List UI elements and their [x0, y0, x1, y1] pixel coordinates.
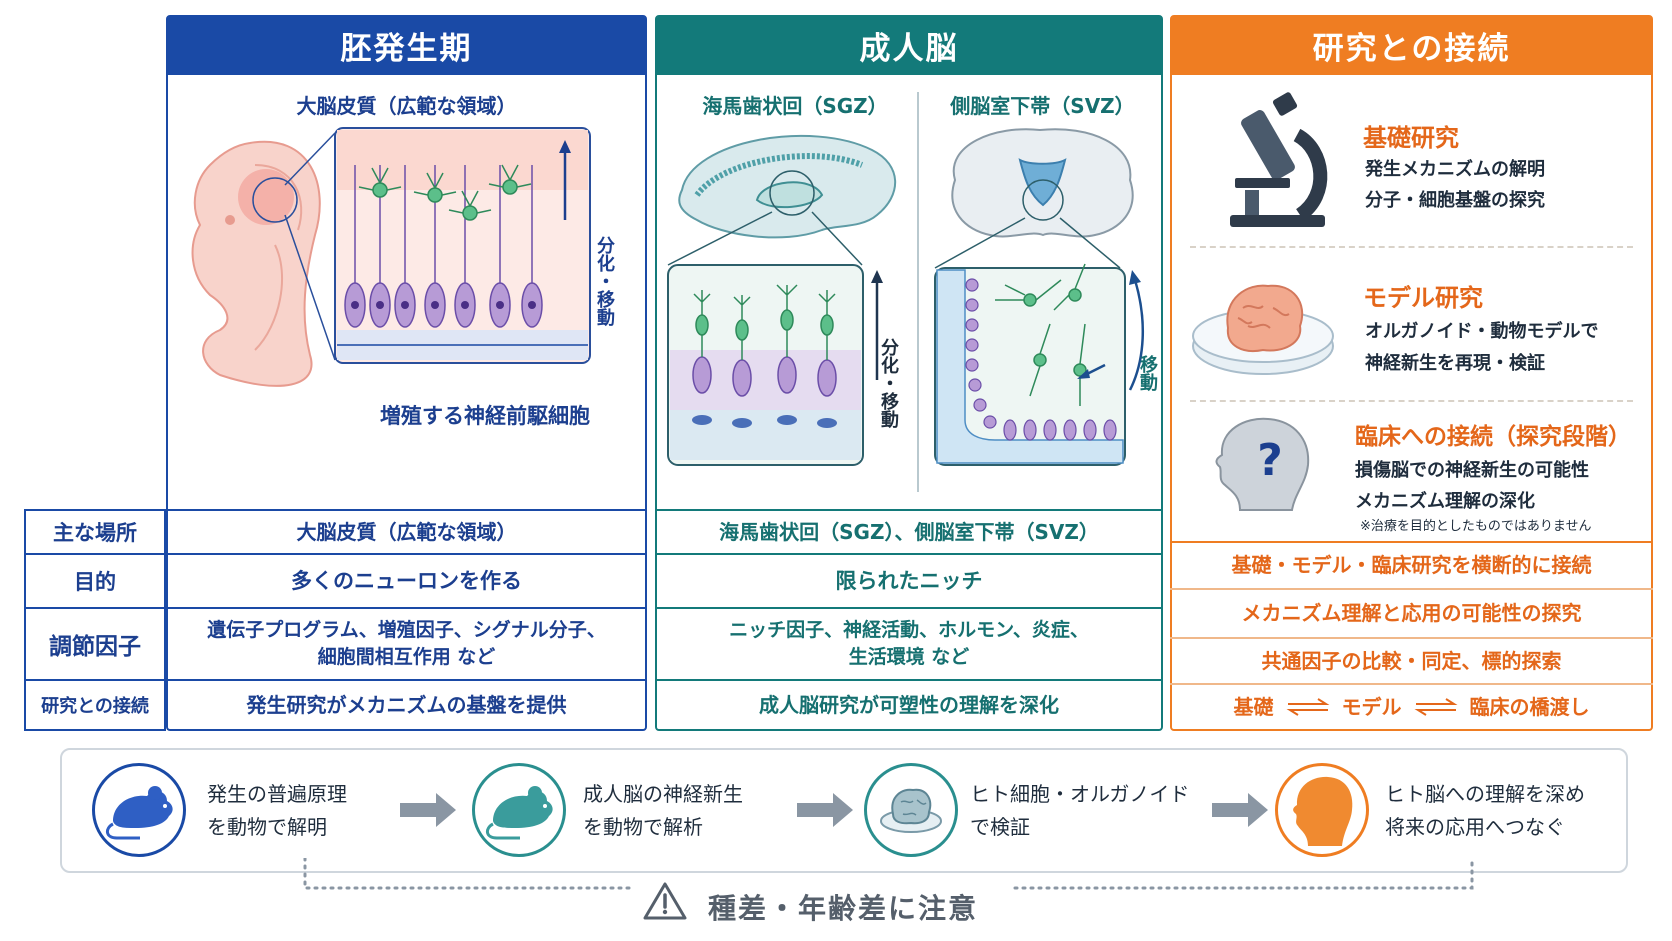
head-question-icon: ? [1215, 417, 1310, 511]
card-clinical-line1: 損傷脳での神経新生の可能性 [1355, 460, 1589, 481]
card-basic-line2: 分子・細胞基盤の探究 [1365, 190, 1545, 211]
embryo-figure-icon [191, 140, 321, 387]
microscope-icon [1230, 92, 1328, 227]
card-clinical-note: ※治療を目的としたものではありません [1360, 519, 1592, 534]
hippocampus-illustration [667, 134, 897, 466]
exchange-arrows-icon [1414, 698, 1457, 716]
exchange-arrows-icon [1286, 698, 1329, 716]
card-divider [1190, 246, 1633, 248]
flow-step-2-line2: を動物で解析 [583, 815, 703, 839]
hippocampus-icon [678, 134, 897, 239]
sgz-label: 海馬歯状回（SGZ） [702, 94, 888, 118]
card-clinical-line2: メカニズム理解の深化 [1355, 491, 1535, 512]
flow-step-1-line2: を動物で解明 [207, 815, 327, 839]
flow-arrow-icon [1212, 793, 1268, 827]
row-line [655, 553, 1163, 555]
ventricle-illustration [934, 128, 1145, 466]
embryo-subtitle: 大脳皮質（広範な領域） [296, 94, 517, 118]
adult-divider [917, 92, 919, 492]
cell-research-regulators: 共通因子の比較・同定、標的探索 [1261, 648, 1562, 673]
cell-adult-regulators: ニッチ因子、神経活動、ホルモン、炎症、 生活環境 など [729, 619, 1089, 668]
card-model-line1: オルガノイド・動物モデルで [1365, 321, 1599, 342]
row-line [1170, 588, 1653, 590]
flow-step-1-line1: 発生の普遍原理 [207, 782, 347, 806]
cell-research-purpose: メカニズム理解と応用の可能性の探究 [1241, 601, 1582, 625]
cell-embryo-connection: 発生研究がメカニズムの基盤を提供 [246, 692, 567, 717]
card-model-line2: 神経新生を再現・検証 [1365, 353, 1545, 374]
research-column-title: 研究との接続 [1170, 15, 1653, 75]
svz-cells [965, 278, 1117, 441]
row-line [1170, 637, 1653, 639]
row-line [655, 679, 1163, 681]
flow-step-1-badge [92, 763, 186, 857]
mouse-icon [486, 786, 553, 840]
cell-research-connection: 基礎 モデル 臨床の橋渡し [1233, 694, 1590, 719]
embryo-caption: 増殖する神経前駆細胞 [380, 404, 590, 428]
sgz-arrow-label: 分化・移動 [878, 338, 899, 428]
card-basic-title: 基礎研究 [1363, 124, 1459, 152]
migrating-neurons [358, 164, 532, 221]
card-model-title: モデル研究 [1363, 284, 1483, 312]
row-line [24, 553, 647, 555]
cell-embryo-purpose: 多くのニューロンを作る [291, 568, 522, 593]
card-divider [1190, 400, 1633, 402]
row-line [24, 509, 647, 511]
warning-icon [643, 882, 687, 920]
row-label-regulators: 調節因子 [24, 609, 166, 681]
cell-embryo-regulators: 遺伝子プログラム、増殖因子、シグナル分子、 細胞間相互作用 など [207, 619, 606, 668]
row-label-purpose: 目的 [24, 555, 166, 609]
adult-column: 成人脳 [655, 15, 1163, 731]
embryo-arrow-label: 分化・移動 [594, 236, 615, 326]
row-label-location: 主な場所 [24, 509, 166, 555]
flow-step-4-line2: 将来の応用へつなぐ [1385, 815, 1565, 839]
card-basic-line1: 発生メカニズムの解明 [1365, 159, 1545, 180]
cell-embryo-location: 大脳皮質（広範な領域） [296, 519, 517, 544]
organoid-dish-icon [1192, 284, 1334, 375]
card-clinical-title: 臨床への接続（探究段階） [1355, 424, 1631, 450]
flow-arrow-icon [797, 793, 853, 827]
row-line [24, 607, 647, 609]
cell-adult-location: 海馬歯状回（SGZ）、側脳室下帯（SVZ） [719, 519, 1099, 544]
svg-text:?: ? [1257, 435, 1283, 486]
flow-step-4-badge [1275, 763, 1369, 857]
flow-step-4-line1: ヒト脳への理解を深め [1385, 782, 1585, 806]
row-label-connection: 研究との接続 [24, 681, 166, 731]
progenitor-cells [344, 165, 543, 328]
cell-adult-connection: 成人脳研究が可塑性の理解を深化 [759, 692, 1059, 717]
cell-adult-purpose: 限られたニッチ [835, 568, 983, 593]
flow-step-2-badge [472, 763, 566, 857]
flow-step-3-badge [864, 763, 958, 857]
svz-arrow-label: 移動 [1137, 355, 1158, 391]
embryo-illustration [191, 127, 591, 387]
row-line [655, 607, 1163, 609]
row-line [1170, 683, 1653, 685]
embryo-column: 胚発生期 [166, 15, 647, 731]
flow-step-3-line1: ヒト細胞・オルガノイド [970, 782, 1190, 806]
adult-column-title: 成人脳 [655, 15, 1163, 75]
research-column: 研究との接続 [1170, 15, 1653, 731]
caution-text: 種差・年齢差に注意 [708, 892, 979, 925]
row-line [655, 509, 1163, 511]
flow-step-3-line2: で検証 [970, 815, 1030, 839]
flow-step-2-line1: 成人脳の神経新生 [583, 782, 743, 806]
caution-bracket [303, 858, 1474, 890]
brain-coronal-icon [951, 128, 1134, 238]
svz-label: 側脳室下帯（SVZ） [950, 94, 1135, 118]
row-line [24, 679, 647, 681]
row-line [1170, 541, 1653, 543]
organoid-icon [880, 788, 942, 833]
human-head-icon [1293, 776, 1353, 846]
flow-arrow-icon [400, 793, 456, 827]
embryo-column-title: 胚発生期 [166, 15, 647, 75]
cell-research-location: 基礎・モデル・臨床研究を横断的に接続 [1231, 553, 1592, 577]
mouse-icon [106, 786, 173, 840]
